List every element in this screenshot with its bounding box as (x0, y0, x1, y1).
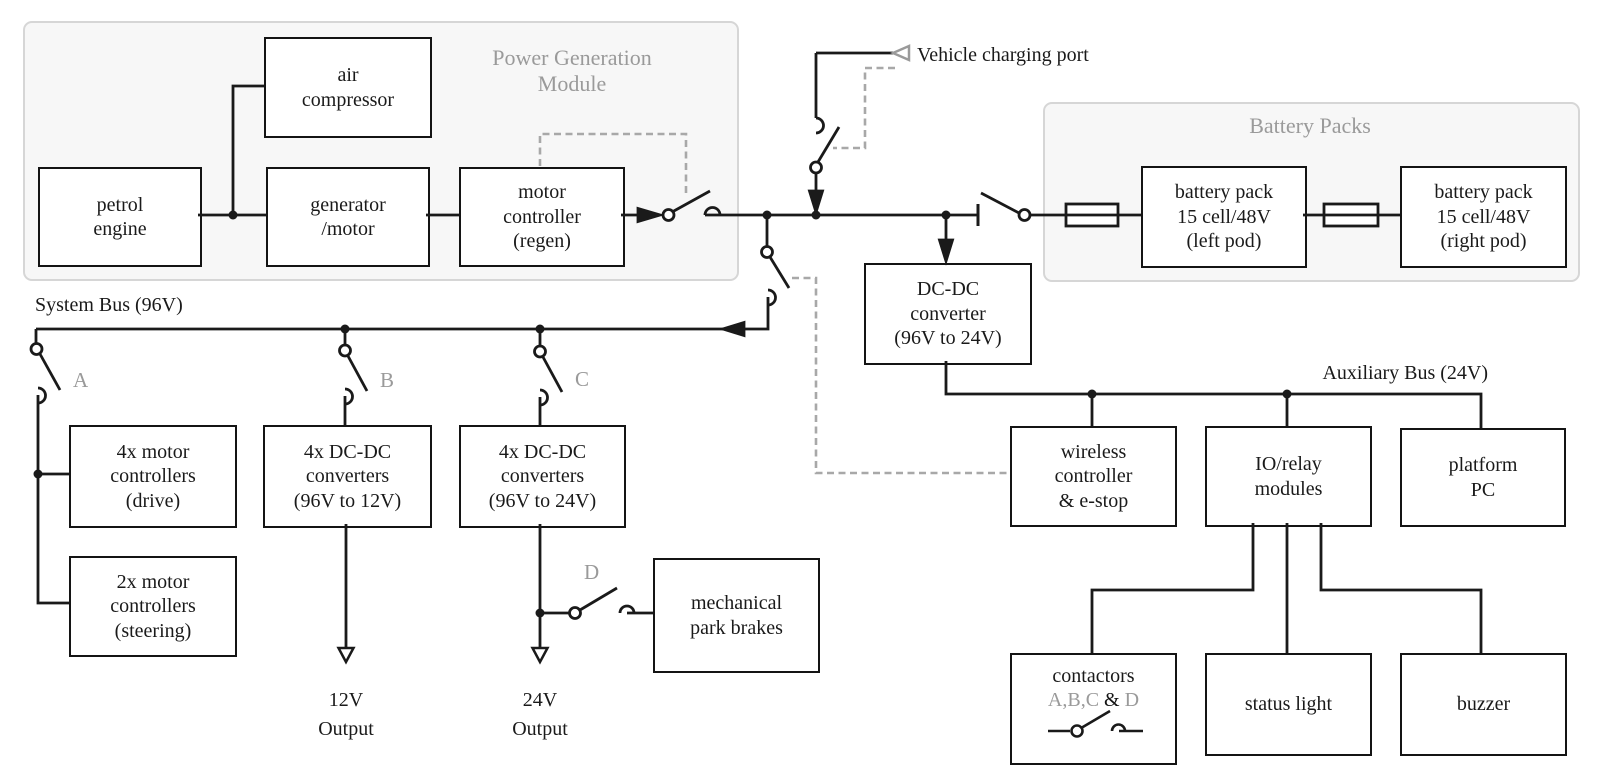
box-io-relay: IO/relay modules (1205, 426, 1372, 527)
box-steering-controllers: 2x motor controllers (steering) (69, 556, 237, 657)
box-motor-controller-label: motor controller (regen) (503, 181, 581, 253)
box-wireless-controller-label: wireless controller & e-stop (1054, 440, 1133, 512)
box-status-light-label: status light (1244, 693, 1333, 716)
box-generator-motor: generator /motor (266, 167, 430, 267)
box-air-compressor-label: air compressor (301, 64, 395, 111)
box-wireless-controller: wireless controller & e-stop (1010, 426, 1177, 527)
switch-c-label: C (575, 367, 590, 391)
box-motor-controller: motor controller (regen) (459, 167, 625, 267)
box-buzzer-label: buzzer (1456, 693, 1511, 716)
box-platform-pc-label: platform PC (1448, 454, 1518, 501)
charging-port-label: Vehicle charging port (917, 44, 1089, 66)
box-contactors-letters: A,B,C & D (1048, 688, 1139, 712)
contactors-amp: & (1104, 689, 1120, 712)
box-dcdc-24: 4x DC-DC converters (96V to 24V) (459, 425, 626, 528)
switch-c (533, 329, 564, 425)
box-battery-right: battery pack 15 cell/48V (right pod) (1400, 166, 1567, 268)
power-generation-module-title: Power Generation Module (492, 45, 652, 96)
box-park-brakes: mechanical park brakes (653, 558, 820, 673)
box-petrol-engine-label: petrol engine (93, 193, 147, 240)
box-petrol-engine: petrol engine (38, 167, 202, 267)
aux-bus-label: Auxiliary Bus (24V) (1322, 362, 1488, 384)
box-status-light: status light (1205, 653, 1372, 756)
switch-d-label: D (584, 560, 600, 584)
box-platform-pc: platform PC (1400, 428, 1566, 527)
switch-b (338, 329, 369, 425)
box-steering-controllers-label: 2x motor controllers (steering) (110, 570, 196, 642)
box-contactors: contactors A,B,C & D (1010, 653, 1177, 765)
output-24v-label: 24V Output (512, 689, 568, 740)
output-12v-label: 12V Output (318, 689, 374, 740)
box-dcdc-12-label: 4x DC-DC converters (96V to 12V) (293, 440, 402, 512)
box-drive-controllers-label: 4x motor controllers (drive) (110, 440, 196, 512)
output-12v-arrow (336, 524, 356, 665)
box-battery-left-label: battery pack 15 cell/48V (left pod) (1174, 181, 1274, 253)
switch-b-label: B (380, 368, 395, 392)
box-park-brakes-label: mechanical park brakes (690, 592, 783, 639)
box-battery-right-label: battery pack 15 cell/48V (right pod) (1434, 181, 1533, 253)
charging-port-branch (807, 44, 911, 217)
switch-a-label: A (73, 368, 89, 392)
switch-a (29, 329, 69, 605)
box-dcdc-24-label: 4x DC-DC converters (96V to 24V) (488, 440, 597, 512)
box-dcdc-converter-label: DC-DC converter (96V to 24V) (894, 278, 1002, 350)
system-bus-label: System Bus (96V) (35, 294, 183, 316)
box-generator-motor-label: generator /motor (310, 193, 386, 240)
contactors-letters-1: A,B,C (1047, 689, 1105, 712)
output-24v-arrow (530, 524, 550, 665)
box-air-compressor: air compressor (264, 37, 432, 138)
battery-packs-title: Battery Packs (1249, 113, 1371, 138)
box-dcdc-converter: DC-DC converter (96V to 24V) (864, 263, 1032, 365)
box-dcdc-12: 4x DC-DC converters (96V to 12V) (263, 425, 432, 528)
box-drive-controllers: 4x motor controllers (drive) (69, 425, 237, 528)
io-relay-fanout (1090, 523, 1483, 653)
switch-d (540, 586, 653, 620)
dashed-charging-interlock (833, 66, 895, 150)
box-contactors-title: contactors (1052, 665, 1135, 687)
box-io-relay-label: IO/relay modules (1254, 453, 1323, 500)
dcdc-feed (937, 215, 955, 266)
contactors-letters-2: D (1119, 689, 1140, 712)
box-battery-left: battery pack 15 cell/48V (left pod) (1141, 166, 1307, 268)
box-buzzer: buzzer (1400, 653, 1567, 756)
